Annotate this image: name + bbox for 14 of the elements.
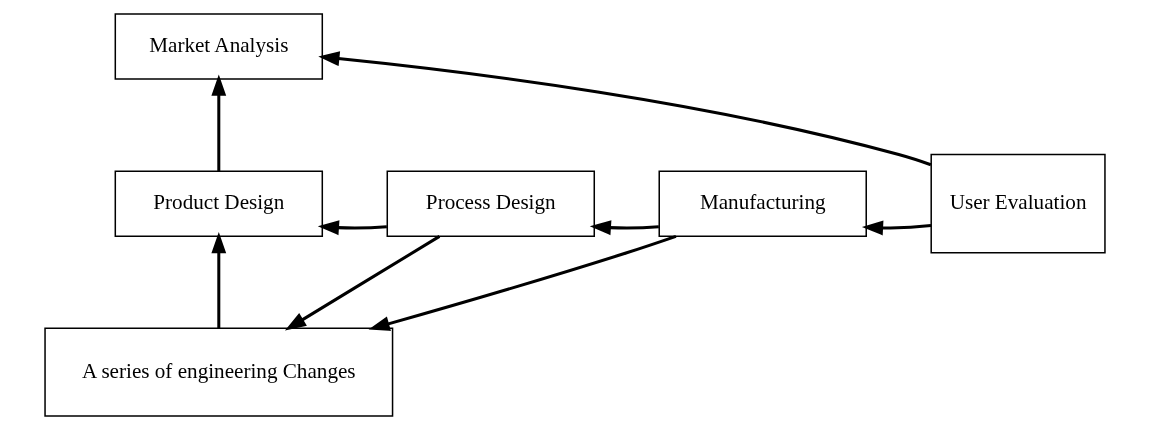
node-box: Market Analysis — [114, 13, 324, 80]
node-box: Manufacturing — [658, 170, 867, 237]
node-box: Product Design — [114, 170, 324, 237]
arrow — [368, 234, 677, 331]
node-box: User Evaluation — [930, 153, 1106, 254]
arrow — [589, 220, 659, 236]
arrow — [284, 235, 441, 331]
arrow — [861, 220, 932, 236]
arrow — [211, 232, 227, 328]
arrow — [211, 74, 227, 171]
node-box: A series of engineering Changes — [44, 327, 394, 417]
arrow — [317, 220, 387, 236]
arrow — [318, 51, 932, 167]
node-box: Process Design — [386, 170, 595, 237]
